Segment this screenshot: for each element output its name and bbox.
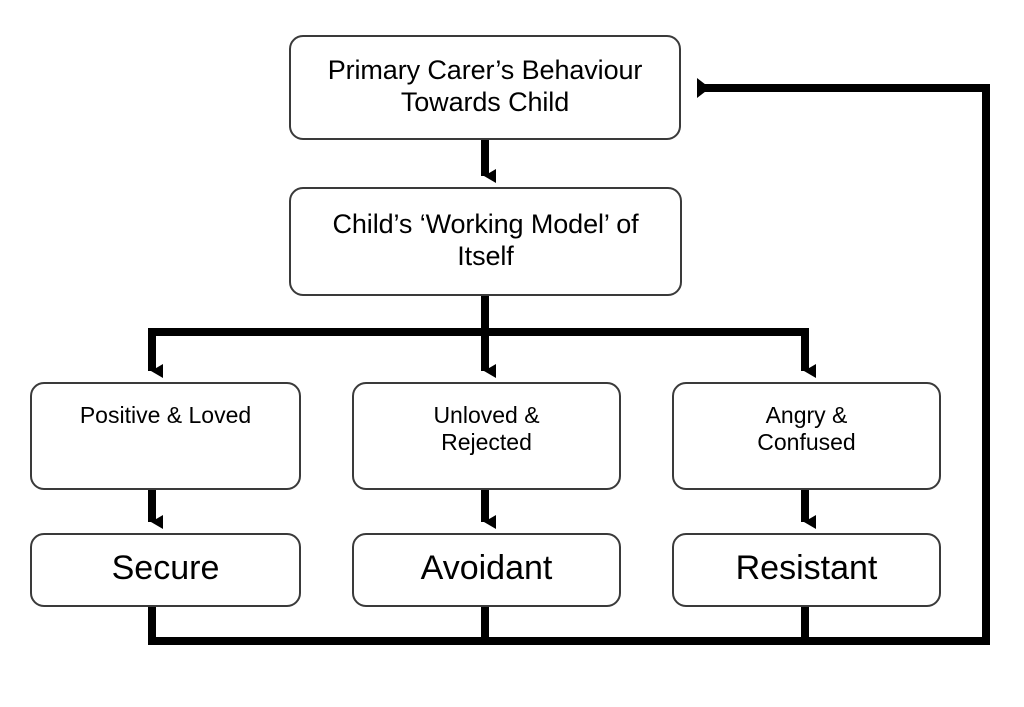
node-model-positive-loved[interactable]: Positive & Loved [30, 382, 301, 490]
node-child-working-model[interactable]: Child’s ‘Working Model’ of Itself [289, 187, 682, 296]
node-outcome-secure[interactable]: Secure [30, 533, 301, 607]
node-model-unloved-rejected-label: Unloved & Rejected [433, 402, 540, 456]
node-outcome-avoidant[interactable]: Avoidant [352, 533, 621, 607]
node-outcome-resistant-label: Resistant [735, 549, 878, 588]
node-primary-carer-behaviour[interactable]: Primary Carer’s Behaviour Towards Child [289, 35, 681, 140]
node-model-positive-loved-label: Positive & Loved [79, 402, 252, 428]
node-model-unloved-rejected[interactable]: Unloved & Rejected [352, 382, 621, 490]
node-primary-carer-behaviour-label: Primary Carer’s Behaviour Towards Child [327, 54, 643, 117]
node-model-angry-confused-label: Angry & Confused [757, 402, 856, 456]
node-outcome-secure-label: Secure [111, 549, 220, 588]
node-child-working-model-label: Child’s ‘Working Model’ of Itself [332, 208, 639, 271]
connector-working-model-branch [148, 296, 816, 378]
node-outcome-resistant[interactable]: Resistant [672, 533, 941, 607]
node-model-angry-confused[interactable]: Angry & Confused [672, 382, 941, 490]
node-outcome-avoidant-label: Avoidant [420, 549, 553, 588]
